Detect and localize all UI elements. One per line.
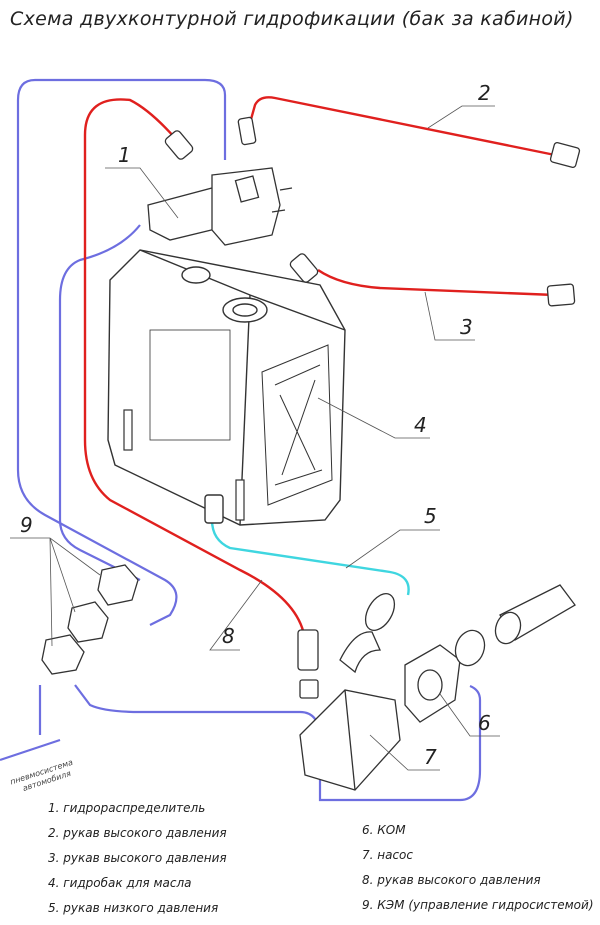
legend-item-5: 5. рукав низкого давления — [48, 901, 219, 915]
hose-couplings — [297, 142, 581, 699]
diagram-title: Схема двухконтурной гидрофикации (бак за… — [10, 8, 574, 30]
callout-9: 9 — [20, 513, 33, 537]
tank-body — [107, 249, 346, 526]
callout-3: 3 — [460, 315, 473, 339]
kem-valves — [41, 564, 139, 675]
hydro-distributor — [147, 116, 319, 283]
callout-4: 4 — [414, 413, 427, 437]
callout-5: 5 — [424, 504, 437, 528]
legend-item-7: 7. насос — [362, 848, 413, 862]
hose-5 — [210, 519, 410, 596]
legend-item-8: 8. рукав высокого давления — [362, 873, 541, 887]
pto — [404, 584, 576, 723]
callout-8: 8 — [222, 624, 235, 648]
pneumatic-line-outer — [16, 78, 227, 626]
callout-7: 7 — [424, 745, 437, 769]
legend-item-4: 4. гидробак для масла — [48, 876, 192, 890]
pneumatic-line-inner — [58, 224, 141, 581]
tank-outlet — [204, 494, 224, 524]
legend-item-1: 1. гидрораспределитель — [48, 801, 206, 815]
tank-stamping — [261, 344, 333, 506]
callout-1: 1 — [118, 143, 131, 167]
callout-6: 6 — [478, 711, 491, 735]
tank-mounting-bolts — [123, 409, 245, 521]
tank-flange-inner — [232, 303, 258, 317]
tank-filler-cap — [181, 266, 211, 284]
pneumo-label: пневмосистема автомобиля — [9, 758, 74, 793]
callout-numbers: 1 2 3 4 5 6 7 8 9 — [20, 81, 491, 769]
callout-2: 2 — [478, 81, 491, 105]
hose-8 — [83, 98, 307, 641]
hose-3 — [317, 269, 556, 297]
legend-item-3: 3. рукав высокого давления — [48, 851, 227, 865]
legend-item-2: 2. рукав высокого давления — [48, 826, 227, 840]
leader-lines — [10, 105, 500, 771]
high-pressure-lines — [83, 96, 556, 641]
legend-left: 1. гидрораспределитель 2. рукав высокого… — [48, 796, 227, 921]
legend-right: 6. КОМ 7. насос 8. рукав высокого давлен… — [362, 818, 594, 918]
hose-2 — [246, 96, 556, 157]
legend-item-9: 9. КЭМ (управление гидросистемой) — [362, 898, 594, 912]
pump — [299, 593, 401, 791]
tank-panel — [149, 329, 231, 441]
pneumatic-line-vehicle — [0, 738, 61, 762]
legend-item-6: 6. КОМ — [362, 823, 406, 837]
oil-tank — [107, 249, 346, 526]
